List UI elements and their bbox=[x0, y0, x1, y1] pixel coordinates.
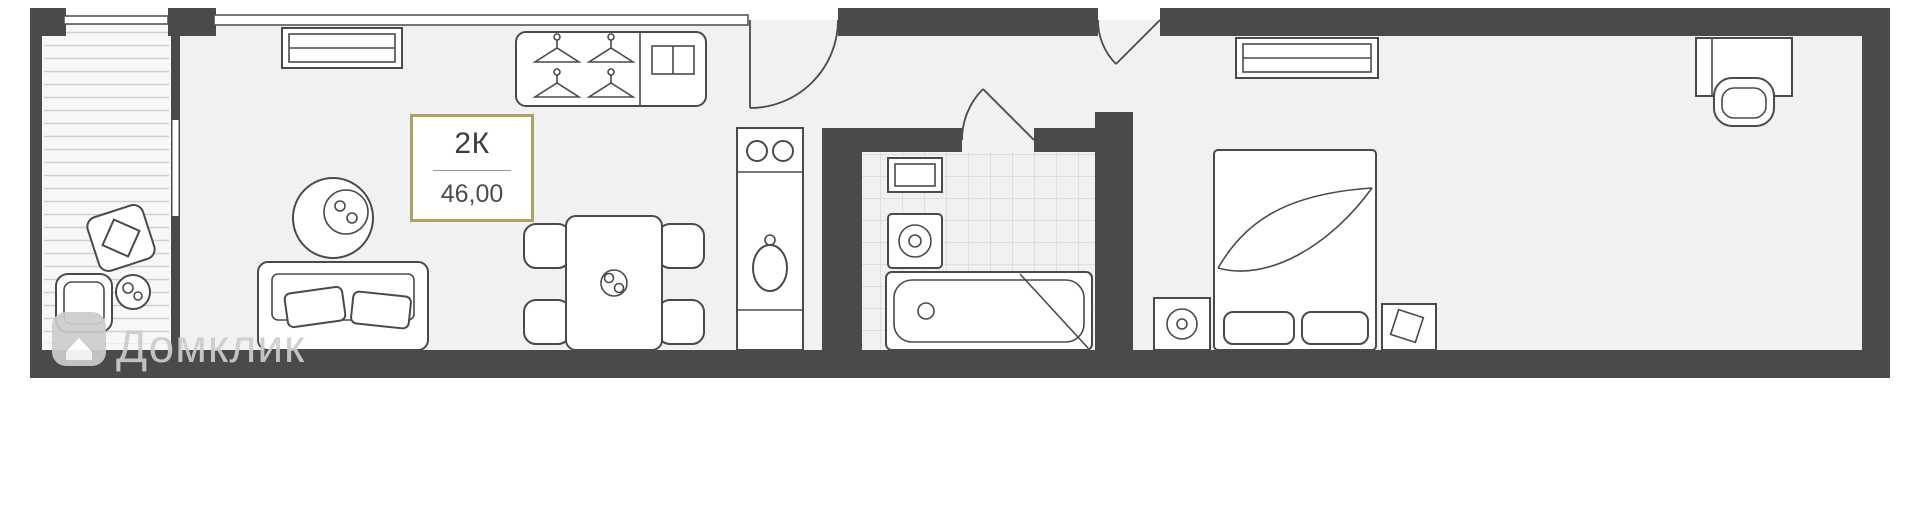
armchair-cushion-icon bbox=[101, 218, 141, 258]
chair-seat bbox=[1721, 87, 1767, 119]
washer-door bbox=[908, 234, 922, 248]
walls bbox=[30, 8, 1890, 378]
table-detail bbox=[133, 291, 143, 301]
wall-bathroom-top-left bbox=[862, 128, 962, 152]
living-room-furniture bbox=[257, 27, 707, 351]
cabinet-detail bbox=[894, 163, 936, 187]
washing-machine-icon bbox=[887, 213, 943, 269]
speaker-detail bbox=[1166, 308, 1198, 340]
nightstand-detail bbox=[1389, 308, 1425, 344]
area-label: 46,00 bbox=[440, 180, 504, 208]
table-decor bbox=[613, 282, 625, 294]
desk-chair-icon bbox=[1713, 77, 1775, 127]
balcony-round-table-icon bbox=[115, 274, 151, 310]
table-decor bbox=[603, 272, 615, 284]
speaker-stand-icon bbox=[1153, 297, 1211, 351]
windows bbox=[63, 14, 749, 216]
cooktop-burner-icon bbox=[772, 140, 794, 162]
wall-top-right bbox=[1160, 8, 1890, 36]
wall-bathroom-top-right bbox=[1034, 128, 1095, 152]
wardrobe-hangers-icon bbox=[532, 33, 636, 98]
watermark-house-icon bbox=[66, 338, 92, 360]
wall-right bbox=[1862, 8, 1890, 378]
speaker-detail bbox=[1176, 318, 1188, 330]
nightstand-icon bbox=[1381, 303, 1437, 351]
bathroom-cabinet-icon bbox=[887, 157, 943, 193]
shower-screen-icon bbox=[1019, 273, 1089, 349]
double-bed-icon bbox=[1213, 149, 1377, 351]
watermark: Домклик bbox=[52, 312, 305, 372]
table-detail bbox=[122, 282, 134, 294]
wall-bathroom-right bbox=[1095, 112, 1133, 350]
wall-top-middle bbox=[838, 8, 1098, 36]
sofa-cushion-icon bbox=[350, 290, 412, 330]
label-divider bbox=[433, 170, 511, 171]
dining-set bbox=[523, 215, 705, 351]
pillow-icon bbox=[1223, 311, 1295, 345]
balcony-armchair-icon bbox=[86, 204, 156, 272]
entrance-door bbox=[1097, 19, 1161, 65]
dining-chair-icon bbox=[657, 299, 705, 345]
table-decor bbox=[600, 269, 628, 297]
bathroom-fixtures bbox=[885, 157, 1093, 351]
bedroom-furniture bbox=[1153, 37, 1793, 351]
sink-tap-icon bbox=[764, 234, 776, 246]
kitchen-unit bbox=[736, 127, 804, 351]
balcony-door-window bbox=[172, 120, 179, 216]
coffee-table-detail bbox=[334, 200, 346, 212]
sofa-cushion-icon bbox=[283, 285, 347, 329]
balcony-glazing bbox=[63, 15, 169, 25]
room-type-label: 2К bbox=[454, 127, 490, 160]
washer-door bbox=[898, 224, 932, 258]
plan-label-card: 2К 46,00 bbox=[410, 114, 534, 222]
blanket-fold bbox=[1217, 187, 1373, 272]
wall-bottom bbox=[30, 350, 1890, 378]
doors bbox=[749, 19, 1161, 141]
bathtub-basin bbox=[893, 279, 1085, 343]
dining-chair-icon bbox=[523, 299, 571, 345]
kitchen-counter-icon bbox=[736, 127, 804, 351]
living-room-window bbox=[213, 14, 749, 26]
wall-top-block bbox=[168, 8, 216, 36]
wall-kitchen-bathroom bbox=[822, 128, 862, 350]
watermark-text: Домклик bbox=[116, 320, 305, 372]
bathtub-icon bbox=[885, 271, 1093, 351]
blanket-fold bbox=[1217, 187, 1373, 269]
bathroom-door bbox=[961, 88, 1035, 141]
bathtub-drain-icon bbox=[917, 302, 935, 320]
dining-table-icon bbox=[565, 215, 663, 351]
cooktop-burner-icon bbox=[746, 140, 768, 162]
coffee-table-icon bbox=[292, 177, 374, 259]
pillow-icon bbox=[1301, 311, 1369, 345]
wall-left bbox=[30, 8, 42, 378]
dining-chair-icon bbox=[523, 223, 571, 269]
coffee-table-detail bbox=[323, 189, 369, 235]
coffee-table-detail bbox=[346, 212, 358, 224]
dining-chair-icon bbox=[657, 223, 705, 269]
living-room-door bbox=[749, 19, 839, 109]
